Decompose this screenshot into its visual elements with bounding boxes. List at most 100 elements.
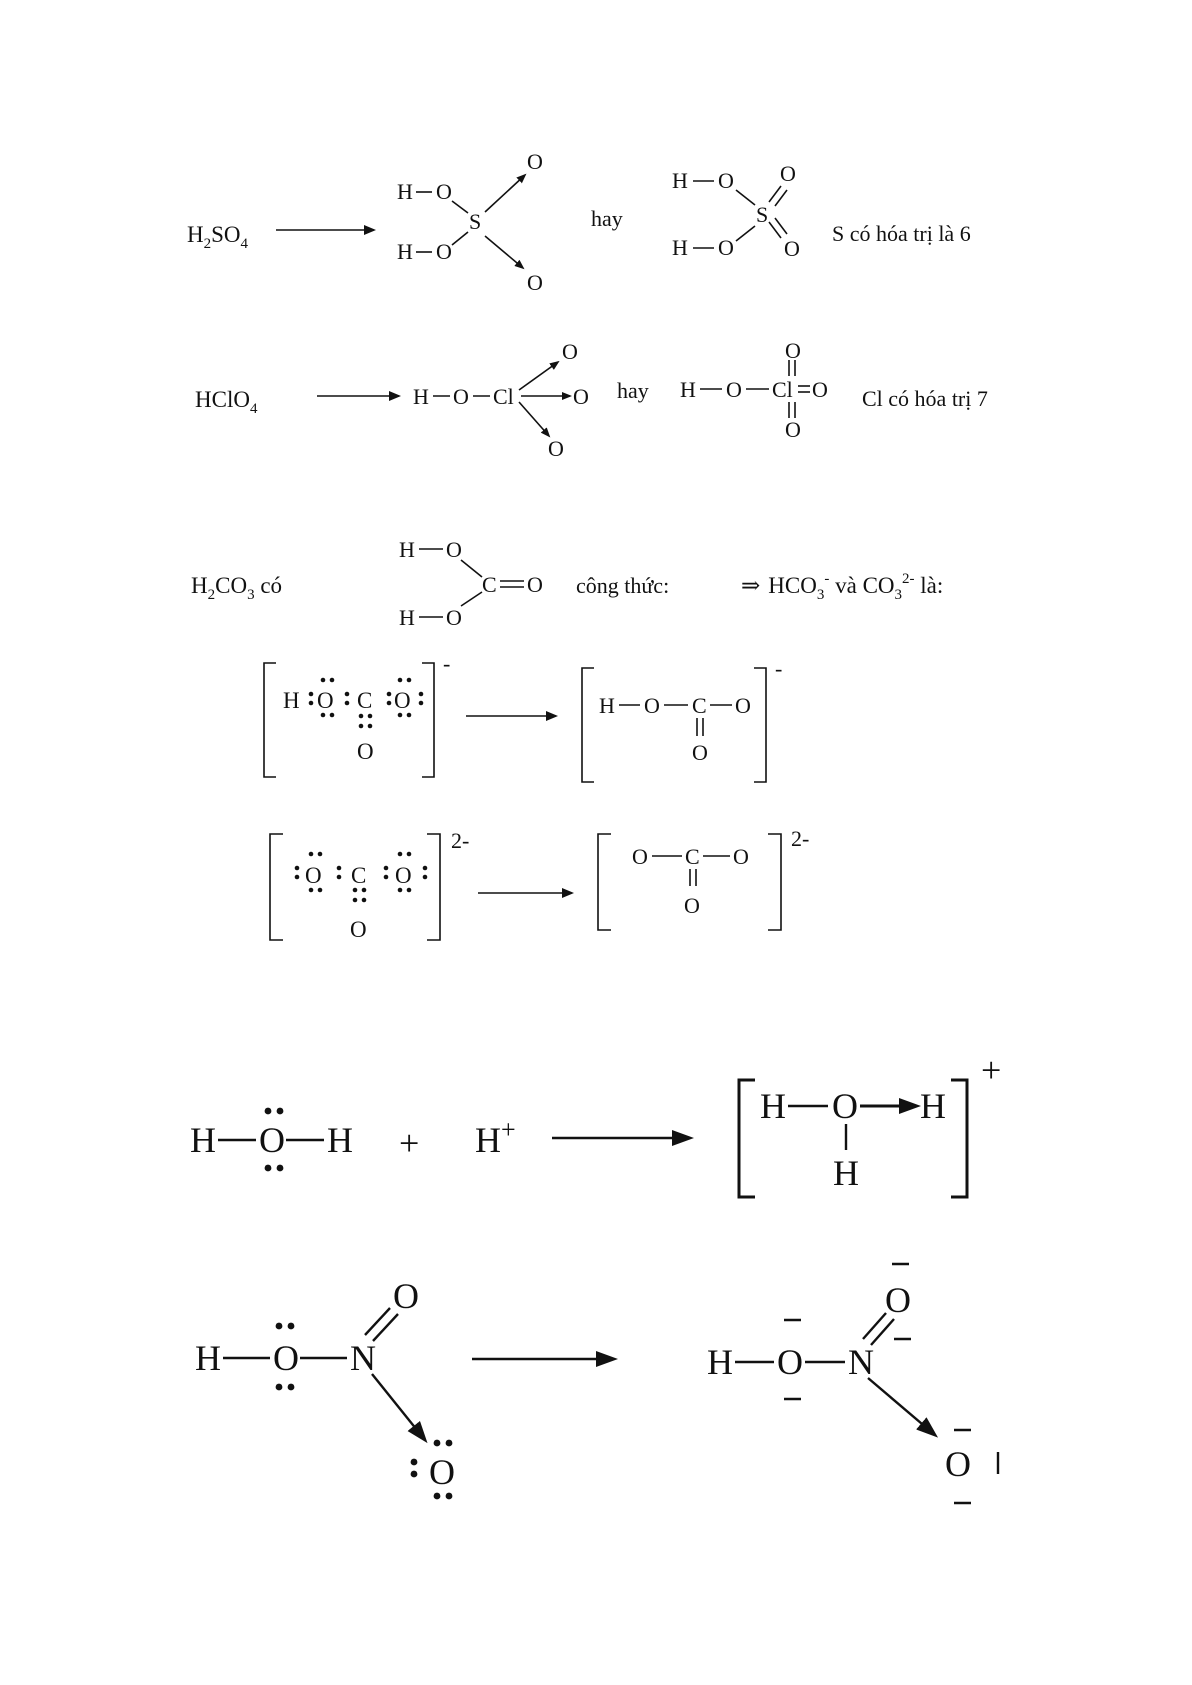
h2co3-formula: H2CO3 có — [191, 573, 282, 603]
hyd-charge: + — [981, 1050, 1001, 1090]
hno3-r-dative — [868, 1378, 935, 1435]
h2so4-dative-bot — [485, 236, 523, 268]
hclo4-r-cl: Cl — [772, 377, 793, 402]
hclo4-o: O — [453, 384, 469, 409]
h2co3-section: H2CO3 có H O H O C O công thức: ⇒HCO3- v… — [191, 537, 943, 630]
hno3-r-dbl-a — [863, 1313, 886, 1339]
hno3-otop: O — [393, 1276, 419, 1316]
hno3-r-h: H — [707, 1342, 733, 1382]
carb-struct-o2: O — [733, 844, 749, 869]
bicarb-struct-o2: O — [735, 693, 751, 718]
hyd-r-h3: H — [920, 1086, 946, 1126]
hclo4-formula: HClO4 — [195, 387, 258, 417]
hyd-r-h2: H — [833, 1153, 859, 1193]
hno3-obot: O — [429, 1452, 455, 1492]
h2co3-h2: H — [399, 605, 415, 630]
hyd-bracket-r — [951, 1080, 967, 1197]
h2so4-r-s: S — [756, 202, 768, 227]
hclo4-h: H — [413, 384, 429, 409]
h2co3-o1: O — [446, 537, 462, 562]
hclo4-r-otop: O — [785, 338, 801, 363]
h2so4-atom-otop: O — [527, 149, 543, 174]
carb-right-bracket-r — [768, 834, 781, 930]
h2so4-atom-s: S — [469, 209, 481, 234]
hclo4-otop: O — [562, 339, 578, 364]
bicarb-left-bracket-l — [264, 663, 276, 777]
h2so4-r-bond4 — [736, 226, 755, 241]
h2so4-atom-obot: O — [527, 270, 543, 295]
bicarb-right-charge: - — [775, 656, 782, 681]
hclo4-r-h: H — [680, 377, 696, 402]
h2so4-r-h1: H — [672, 168, 688, 193]
hno3-o: O — [273, 1338, 299, 1378]
hclo4-section: HClO4 H O Cl O O O hay H O Cl O O O Cl c… — [195, 338, 988, 461]
h2co3-h1: H — [399, 537, 415, 562]
hno3-dative — [372, 1374, 425, 1440]
h2so4-r-h2: H — [672, 235, 688, 260]
h2so4-note: S có hóa trị là 6 — [832, 221, 971, 246]
carb-lewis-o3: O — [350, 917, 367, 942]
h2so4-hay: hay — [591, 206, 623, 231]
hyd-r-h1: H — [760, 1086, 786, 1126]
bicarbonate-section: - H O C O O - H O C O O — [264, 651, 782, 782]
h2so4-bond-o2-s — [452, 232, 468, 245]
bicarb-struct-h: H — [599, 693, 615, 718]
h2so4-atom-o2: O — [436, 239, 452, 264]
hno3-dbl-a — [365, 1308, 390, 1335]
h2co3-bond3 — [461, 560, 482, 577]
carb-left-bracket-l — [270, 834, 283, 940]
hclo4-r-o: O — [726, 377, 742, 402]
carbonate-section: 2- O C O O 2- O C O O — [270, 826, 809, 942]
hno3-r-o: O — [777, 1342, 803, 1382]
h2so4-atom-h2: H — [397, 239, 413, 264]
h2co3-o2: O — [446, 605, 462, 630]
h2so4-formula: H2SO4 — [187, 222, 249, 252]
h2co3-o3: O — [527, 572, 543, 597]
hyd-r-o: O — [832, 1086, 858, 1126]
h2so4-section: H2SO4 H O H O S O O hay H O H O S O O S … — [187, 149, 971, 295]
bicarb-left-bracket-r — [422, 663, 434, 777]
h2co3-c: C — [482, 572, 497, 597]
hclo4-hay: hay — [617, 378, 649, 403]
h2so4-r-o1: O — [718, 168, 734, 193]
hno3-r-otop: O — [885, 1280, 911, 1320]
nitric-section: H O N O O H O N O O — [195, 1264, 998, 1503]
hydronium-section: H O H + H+ + H O H H — [190, 1050, 1001, 1197]
h2co3-ions-line: ⇒HCO3- và CO32- là: — [741, 571, 943, 603]
hno3-n: N — [350, 1338, 376, 1378]
bicarb-right-bracket-l — [582, 668, 594, 782]
bicarb-struct-o1: O — [644, 693, 660, 718]
h2so4-atom-o1: O — [436, 179, 452, 204]
bicarb-lewis-o2: O — [394, 688, 411, 713]
carb-left-charge: 2- — [451, 828, 469, 853]
carb-right-charge: 2- — [791, 826, 809, 851]
bicarb-struct-c: C — [692, 693, 707, 718]
bicarb-lewis-c: C — [357, 688, 372, 713]
hno3-r-n: N — [848, 1342, 874, 1382]
hyd-plus: + — [399, 1123, 419, 1163]
hyd-hplus: H+ — [475, 1115, 516, 1160]
h2so4-atom-h1: H — [397, 179, 413, 204]
hclo4-dative-top — [519, 362, 558, 390]
carb-lewis-c: C — [351, 863, 366, 888]
carb-right-bracket-l — [598, 834, 611, 930]
bicarb-lewis-h: H — [283, 688, 300, 713]
h2co3-bond4 — [461, 592, 482, 606]
bicarb-left-charge: - — [443, 651, 450, 676]
carb-struct-o1: O — [632, 844, 648, 869]
carb-struct-o3: O — [684, 893, 700, 918]
h2co3-cong-thuc: công thức: — [576, 573, 669, 598]
carb-left-bracket-r — [427, 834, 440, 940]
carb-lewis-o2: O — [395, 863, 412, 888]
h2so4-r-o2: O — [718, 235, 734, 260]
hno3-dbl-b — [373, 1314, 398, 1341]
hclo4-r-obot: O — [785, 417, 801, 442]
hyd-h2: H — [327, 1120, 353, 1160]
carb-struct-c: C — [685, 844, 700, 869]
h2so4-dative-top — [485, 175, 525, 212]
h2so4-r-oa: O — [780, 161, 796, 186]
hclo4-oright: O — [573, 384, 589, 409]
carb-lewis-o1: O — [305, 863, 322, 888]
